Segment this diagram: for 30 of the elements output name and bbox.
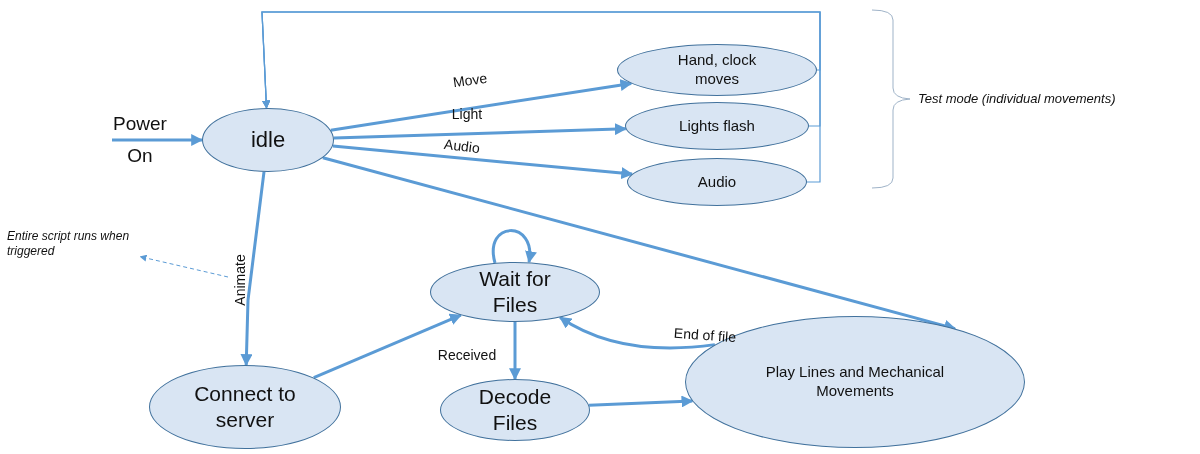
edge-label: Light bbox=[451, 106, 483, 122]
arrow bbox=[112, 134, 204, 146]
state-ellipse bbox=[617, 44, 817, 96]
state-label: Audio bbox=[697, 172, 737, 192]
edge-label: Power On bbox=[112, 112, 168, 168]
edge-label: Audio bbox=[443, 135, 481, 157]
pointer-arrow bbox=[139, 254, 229, 278]
self-loop-arrow bbox=[491, 229, 536, 264]
note-text: Entire script runs when triggered bbox=[7, 229, 131, 259]
state-label: Play Lines and Mechanical Movements bbox=[764, 363, 946, 401]
edge-label: Move bbox=[451, 69, 489, 91]
arrow bbox=[332, 144, 634, 180]
arrow bbox=[589, 395, 694, 408]
edge-label: Animate bbox=[232, 254, 248, 306]
state-label: Hand, clock moves bbox=[676, 51, 758, 89]
state-label: Connect to server bbox=[193, 380, 297, 433]
arrow bbox=[261, 11, 821, 183]
edge-label: Received bbox=[437, 347, 497, 363]
state-label: Wait for Files bbox=[478, 265, 552, 318]
state-label: Lights flash bbox=[679, 116, 755, 136]
state-label: idle bbox=[250, 126, 286, 154]
state-label: Decode Files bbox=[477, 383, 553, 436]
edge-label: End of file bbox=[673, 324, 737, 346]
arrow bbox=[559, 316, 716, 350]
arrow bbox=[330, 79, 633, 132]
arrow bbox=[313, 313, 462, 380]
arrow bbox=[240, 171, 266, 367]
arrow bbox=[509, 322, 521, 381]
arrow bbox=[333, 123, 627, 140]
annotation-text: Test mode (individual movements) bbox=[918, 91, 1116, 106]
